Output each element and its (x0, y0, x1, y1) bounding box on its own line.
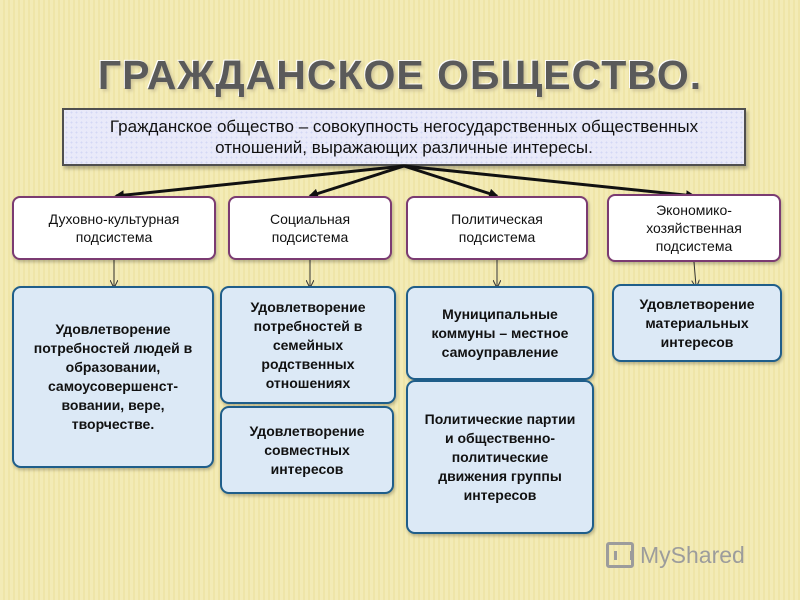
watermark-text: MyShared (640, 541, 745, 568)
subsystem-spiritual-label: Духовно-культурная подсистема (48, 211, 180, 245)
detail-social-family: Удовлетворение потребностей в семейных р… (220, 286, 396, 404)
definition-box: Гражданское общество – совокупность него… (62, 108, 746, 166)
subsystem-spiritual: Духовно-культурная подсистема (12, 196, 216, 260)
watermark: MyShared (606, 538, 745, 572)
detail-political-municipal-text: Муниципальные коммуны – местное самоупра… (431, 305, 569, 360)
detail-economic: Удовлетворение материальных интересов (612, 284, 782, 362)
arrow-to-political (403, 164, 499, 199)
detail-political-municipal: Муниципальные коммуны – местное самоупра… (406, 286, 594, 380)
subsystem-political: Политическая подсистема (406, 196, 588, 260)
subsystem-economic: Экономико-хозяйственная подсистема (607, 194, 781, 262)
sub-arrows (114, 260, 696, 286)
presentation-icon (606, 542, 634, 568)
subsystem-social: Социальная подсистема (228, 196, 392, 260)
arrow-to-spiritual (114, 164, 405, 201)
detail-spiritual-text: Удовлетворение потребностей людей в обра… (33, 321, 193, 432)
detail-social-family-text: Удовлетворение потребностей в семейных р… (250, 298, 366, 391)
definition-text: Гражданское общество – совокупность него… (109, 117, 699, 157)
arrow-to-social (308, 164, 405, 199)
arrow-economic-detail (694, 261, 696, 286)
detail-social-joint: Удовлетворение совместных интересов (220, 406, 394, 494)
arrow-to-economic (403, 164, 696, 201)
slide-title: ГРАЖДАНСКОЕ ОБЩЕСТВО. (97, 52, 703, 98)
subsystem-political-label: Политическая подсистема (451, 211, 543, 245)
subsystem-social-label: Социальная подсистема (269, 211, 351, 245)
detail-political-parties: Политические партии и общественно-полити… (406, 380, 594, 534)
detail-economic-text: Удовлетворение материальных интересов (639, 295, 755, 350)
detail-spiritual: Удовлетворение потребностей людей в обра… (12, 286, 214, 468)
main-arrows (114, 164, 696, 201)
subsystem-economic-label: Экономико-хозяйственная подсистема (646, 202, 742, 254)
detail-political-parties-text: Политические партии и общественно-полити… (424, 410, 576, 503)
detail-social-joint-text: Удовлетворение совместных интересов (249, 422, 365, 477)
